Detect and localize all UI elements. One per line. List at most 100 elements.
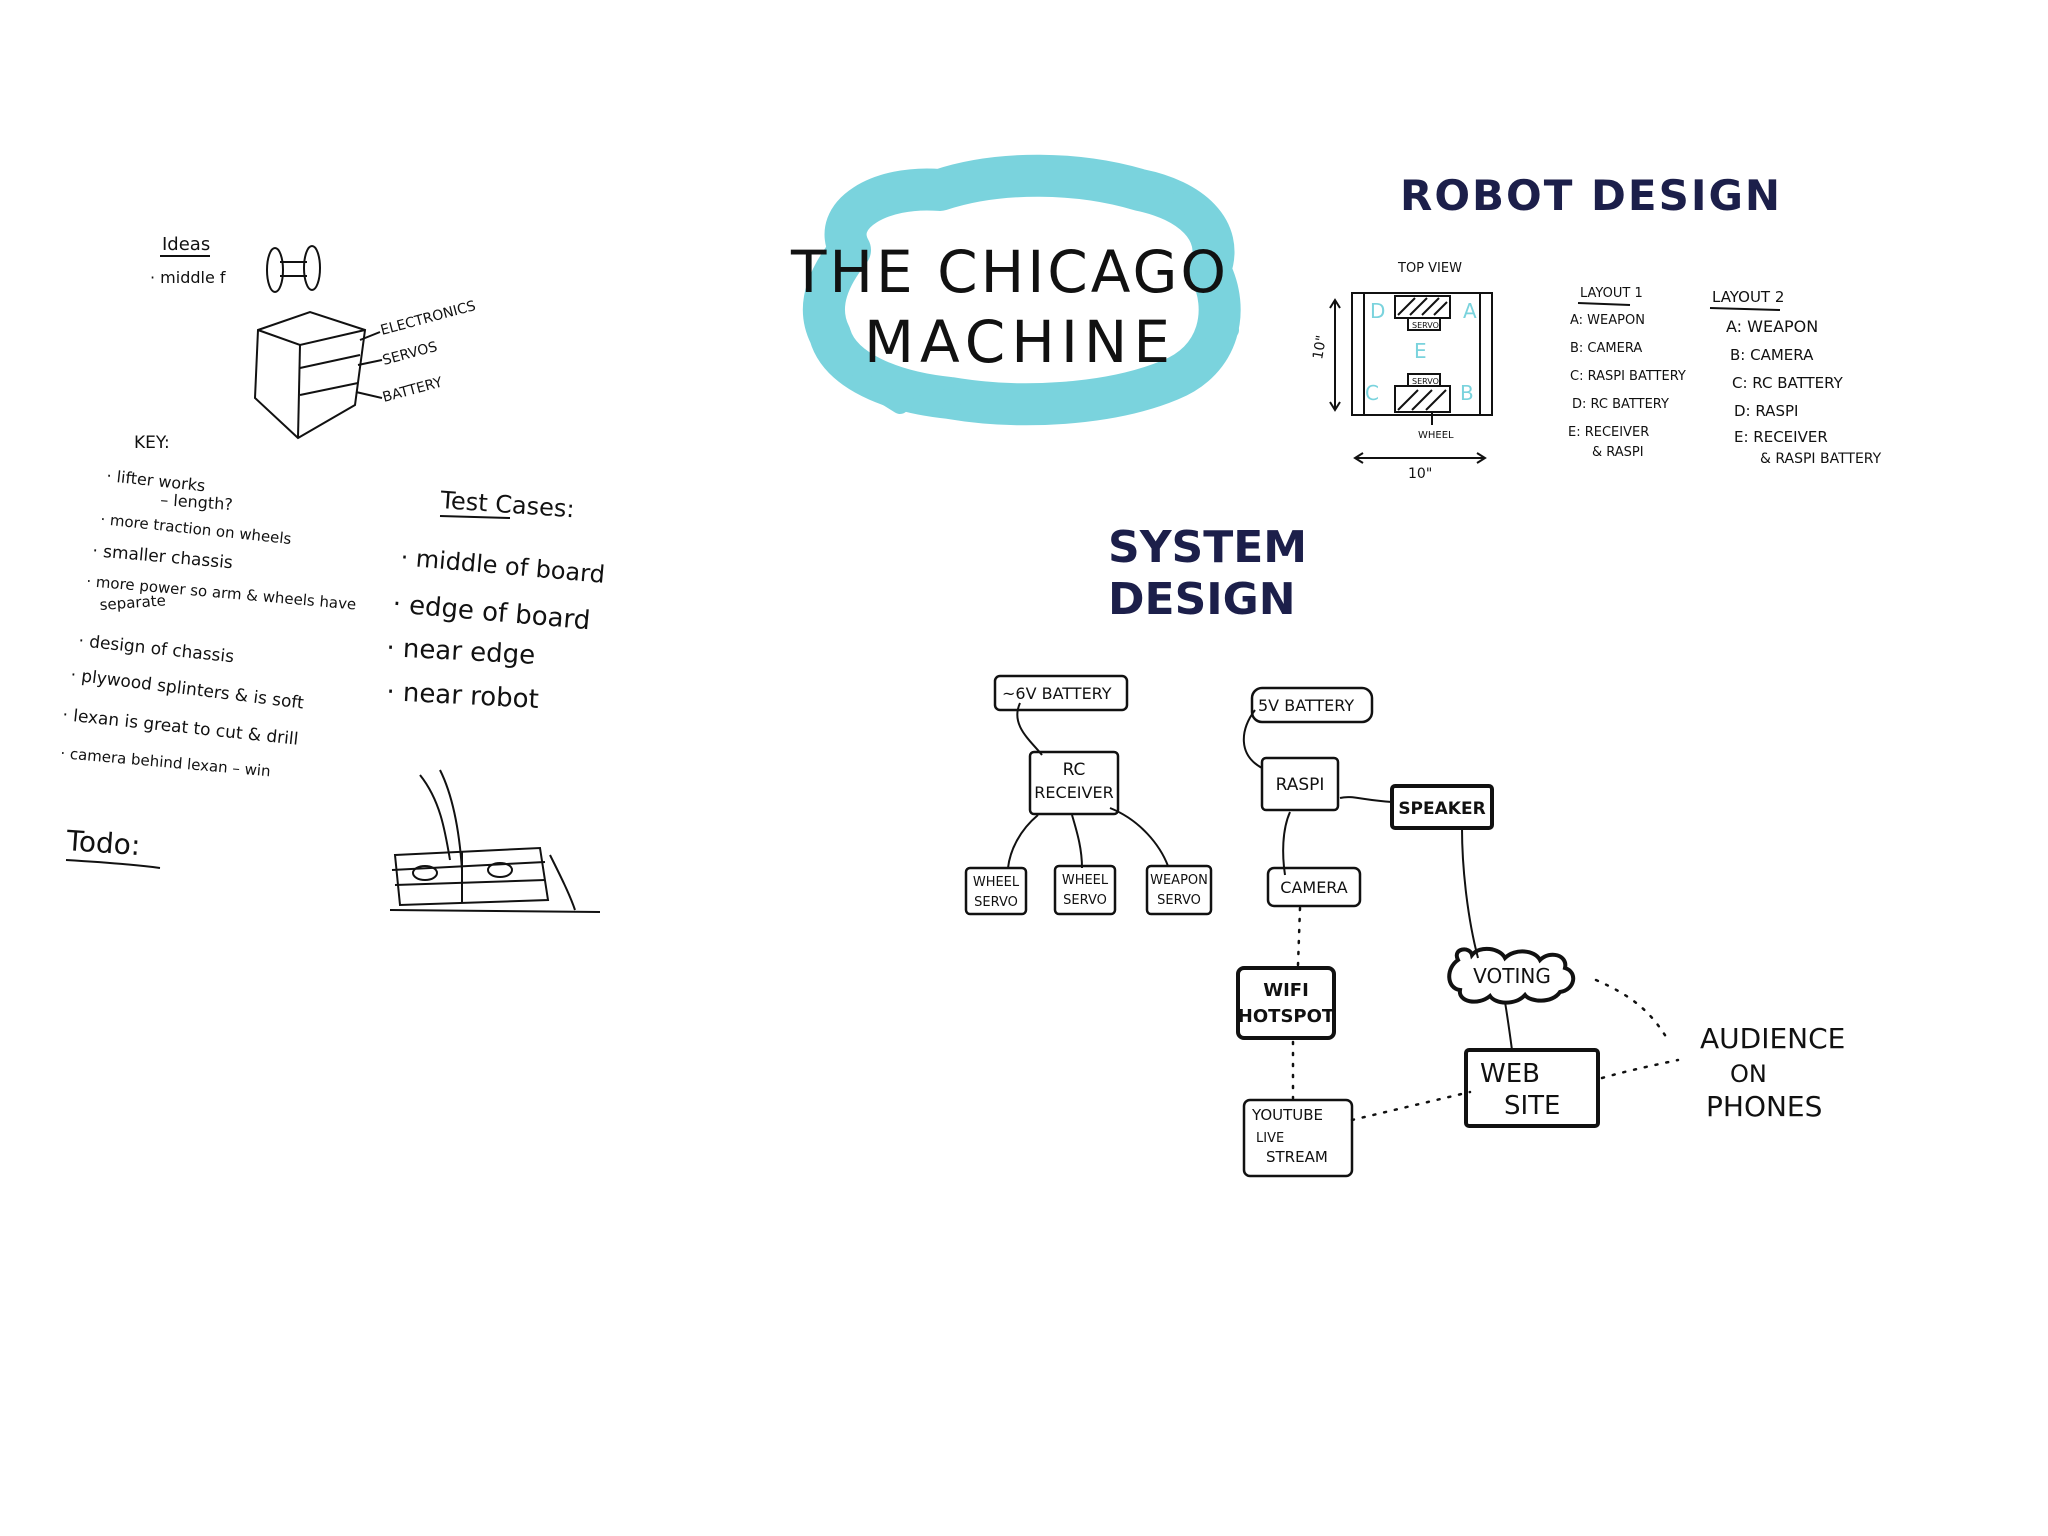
layout1-item: D: RC BATTERY bbox=[1572, 397, 1669, 412]
layout2-heading: LAYOUT 2 bbox=[1712, 288, 1784, 306]
audience-label2: ON bbox=[1730, 1060, 1767, 1088]
node-voting-label: VOTING bbox=[1473, 964, 1551, 988]
test-case-item: · near edge bbox=[386, 633, 536, 671]
node-raspi-box bbox=[1260, 756, 1340, 812]
node-youtube-box bbox=[1242, 1098, 1354, 1178]
node-weapon-servo-box bbox=[1145, 864, 1213, 916]
chassis-box-sketch bbox=[253, 310, 383, 440]
key-section: KEY: · lifter works – length? · more tra… bbox=[60, 433, 357, 780]
key-heading: KEY: bbox=[134, 433, 170, 453]
test-case-item: · near robot bbox=[386, 677, 540, 715]
layout1-item: B: CAMERA bbox=[1570, 341, 1642, 356]
label-battery: BATTERY bbox=[381, 374, 445, 405]
wheel-label: WHEEL bbox=[1418, 430, 1454, 441]
layout2-item: A: WEAPON bbox=[1726, 317, 1818, 336]
layout2-item: C: RC BATTERY bbox=[1732, 374, 1844, 392]
node-wheel-servo-1-box bbox=[964, 866, 1028, 916]
node-website-box bbox=[1464, 1048, 1600, 1128]
node-rc-receiver-label1: RC bbox=[1063, 760, 1086, 780]
node-6v-battery-label: ~6V BATTERY bbox=[1002, 684, 1112, 703]
servo-label-bottom: SERVO bbox=[1412, 377, 1439, 386]
node-6v-battery-box bbox=[993, 674, 1129, 712]
zone-b: B bbox=[1460, 381, 1474, 405]
node-wheel-servo-2-label1: WHEEL bbox=[1062, 873, 1109, 888]
robot-design-section: ROBOT DESIGN TOP VIEW SERVO SERVO WHEEL … bbox=[1310, 171, 1881, 482]
arena-lifter-sketch bbox=[389, 769, 601, 913]
node-weapon-servo-label1: WEAPON bbox=[1150, 873, 1208, 888]
key-item: · design of chassis bbox=[77, 631, 235, 667]
title-line1: THE CHICAGO bbox=[790, 238, 1229, 306]
layout2-item: D: RASPI bbox=[1734, 402, 1798, 420]
node-weapon-servo-label2: SERVO bbox=[1157, 893, 1201, 908]
node-wifi-hotspot-label1: WIFI bbox=[1263, 980, 1309, 1001]
key-item: · smaller chassis bbox=[92, 541, 234, 573]
test-case-item: · middle of board bbox=[399, 543, 606, 589]
layout1-list: LAYOUT 1 A: WEAPON B: CAMERA C: RASPI BA… bbox=[1568, 286, 1686, 460]
key-item: · lifter works bbox=[106, 466, 207, 495]
audience-label1: AUDIENCE bbox=[1700, 1022, 1845, 1055]
layout1-item: C: RASPI BATTERY bbox=[1570, 369, 1686, 384]
zone-e: E bbox=[1414, 339, 1427, 363]
ideas-item: · middle f bbox=[150, 268, 226, 287]
robot-top-view bbox=[1351, 292, 1493, 425]
key-item: separate bbox=[99, 591, 166, 614]
node-youtube-label1: YOUTUBE bbox=[1251, 1106, 1323, 1124]
key-item: · plywood splinters & is soft bbox=[69, 665, 305, 714]
node-wheel-servo-1-label1: WHEEL bbox=[973, 875, 1020, 890]
node-wifi-hotspot-label2: HOTSPOT bbox=[1238, 1006, 1335, 1027]
wheel-axle-sketch bbox=[266, 245, 321, 293]
node-speaker-box bbox=[1390, 784, 1494, 830]
zone-a: A bbox=[1463, 299, 1477, 323]
system-connectors bbox=[1007, 702, 1680, 1122]
label-servos: SERVOS bbox=[381, 339, 439, 369]
ideas-heading: Ideas bbox=[162, 234, 210, 255]
dimension-bottom: 10" bbox=[1408, 466, 1432, 482]
dimension-side: 10" bbox=[1310, 334, 1330, 361]
node-website-label2: SITE bbox=[1504, 1091, 1560, 1121]
node-5v-battery-box bbox=[1250, 686, 1374, 724]
layout2-list: LAYOUT 2 A: WEAPON B: CAMERA C: RC BATTE… bbox=[1709, 288, 1882, 467]
test-case-item: · edge of board bbox=[391, 589, 591, 636]
layout1-item: A: WEAPON bbox=[1570, 313, 1645, 328]
node-camera-label: CAMERA bbox=[1280, 878, 1348, 897]
title-line2: MACHINE bbox=[864, 308, 1176, 376]
test-cases-section: Test Cases: · middle of board · edge of … bbox=[386, 486, 606, 913]
todo-heading: Todo: bbox=[65, 824, 142, 862]
servo-label-top: SERVO bbox=[1412, 321, 1439, 330]
system-design-heading-line2: DESIGN bbox=[1108, 574, 1296, 625]
system-design-section: SYSTEM DESIGN ~6V BATTERY RC RECEIVER WH… bbox=[964, 522, 1845, 1178]
robot-design-heading: ROBOT DESIGN bbox=[1400, 171, 1782, 220]
layout1-heading: LAYOUT 1 bbox=[1580, 286, 1643, 301]
title-block: THE CHICAGO MACHINE bbox=[790, 154, 1241, 426]
title-scribble bbox=[802, 154, 1241, 426]
node-rc-receiver-label2: RECEIVER bbox=[1034, 783, 1113, 802]
node-wheel-servo-2-label2: SERVO bbox=[1063, 893, 1107, 908]
layout1-item: E: RECEIVER bbox=[1568, 425, 1649, 440]
key-item: · lexan is great to cut & drill bbox=[61, 705, 299, 750]
node-voting-cloud bbox=[1447, 946, 1576, 1005]
layout2-item: B: CAMERA bbox=[1730, 346, 1814, 364]
node-wifi-hotspot-box bbox=[1236, 966, 1336, 1040]
node-youtube-label3: STREAM bbox=[1266, 1148, 1328, 1166]
key-item: · more traction on wheels bbox=[100, 510, 293, 548]
todo-section: Todo: bbox=[65, 824, 161, 869]
zone-c: C bbox=[1365, 381, 1379, 405]
zone-d: D bbox=[1370, 299, 1385, 323]
node-wheel-servo-2-box bbox=[1053, 864, 1117, 916]
layout2-item: & RASPI BATTERY bbox=[1760, 451, 1882, 467]
dimension-arrows bbox=[1329, 298, 1487, 464]
layout1-item: & RASPI bbox=[1592, 445, 1644, 460]
audience-label3: PHONES bbox=[1706, 1090, 1822, 1123]
node-youtube-label2: LIVE bbox=[1256, 1131, 1284, 1146]
node-raspi-label: RASPI bbox=[1276, 775, 1325, 795]
layout2-item: E: RECEIVER bbox=[1734, 428, 1828, 446]
node-speaker-label: SPEAKER bbox=[1398, 799, 1485, 819]
node-5v-battery-label: 5V BATTERY bbox=[1258, 696, 1354, 715]
label-electronics: ELECTRONICS bbox=[379, 298, 478, 339]
ideas-section: Ideas · middle f ELECTRONICS SERVOS BATT… bbox=[150, 234, 478, 440]
node-camera-box bbox=[1266, 866, 1362, 908]
node-rc-receiver-box bbox=[1028, 750, 1120, 816]
top-view-label: TOP VIEW bbox=[1397, 261, 1462, 276]
node-wheel-servo-1-label2: SERVO bbox=[974, 895, 1018, 910]
